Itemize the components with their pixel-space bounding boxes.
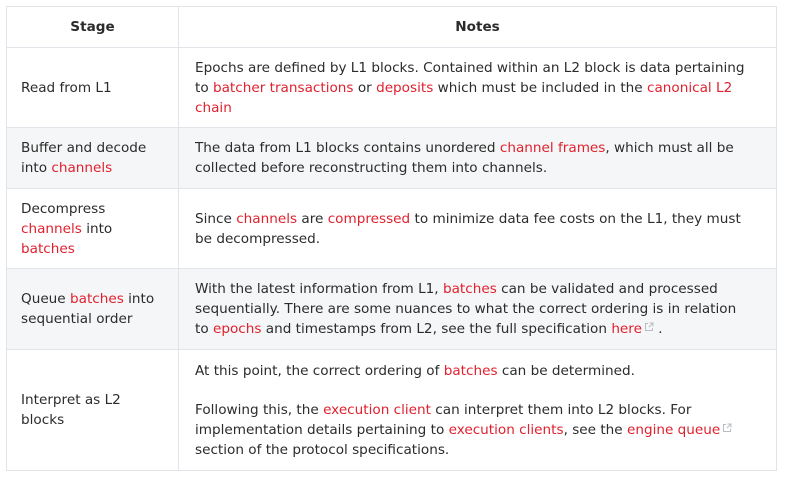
table-row: Interpret as L2 blocks At this point, th… xyxy=(7,349,776,470)
notes-text: Since xyxy=(195,210,237,227)
link-batches[interactable]: batches xyxy=(69,291,124,307)
stage-text: into xyxy=(81,220,113,237)
link-epochs[interactable]: epochs xyxy=(212,321,262,337)
stage-text: Interpret as L2 xyxy=(21,392,121,408)
stage-cell: Interpret as L2 blocks xyxy=(7,350,178,470)
link-channels[interactable]: channels xyxy=(236,210,298,227)
stage-text: sequential order xyxy=(21,311,133,327)
notes-text: Following this, the xyxy=(195,401,324,418)
table-row: Queue batches into sequential order With… xyxy=(7,268,776,349)
notes-text: section of the protocol specifications. xyxy=(195,441,450,458)
stages-table: Stage Notes Read from L1 Epochs are defi… xyxy=(6,6,777,471)
link-batcher-transactions[interactable]: batcher transactions xyxy=(212,79,354,96)
notes-text: implementation details pertaining to xyxy=(195,421,449,438)
link-canonical-l2-chain-cont[interactable]: chain xyxy=(195,99,232,116)
notes-text: are xyxy=(297,210,328,227)
stage-text: blocks xyxy=(21,412,65,428)
stage-cell: Queue batches into sequential order xyxy=(7,269,178,349)
external-link-icon[interactable] xyxy=(722,423,732,433)
notes-text: With the latest information from L1, xyxy=(195,281,443,297)
stage-text: Buffer and decode xyxy=(21,140,147,156)
stage-text: Queue xyxy=(21,291,70,307)
notes-cell: Since channels are compressed to minimiz… xyxy=(178,189,776,268)
link-here[interactable]: here xyxy=(611,321,642,337)
header-stage: Stage xyxy=(70,19,115,35)
notes-cell: Epochs are defined by L1 blocks. Contain… xyxy=(178,48,776,127)
notes-text: or xyxy=(353,79,377,96)
table-row: Decompress channels into batches Since c… xyxy=(7,188,776,268)
notes-text: can interpret them into L2 blocks. For xyxy=(430,401,692,418)
notes-text: can be determined. xyxy=(497,362,635,379)
link-execution-client[interactable]: execution client xyxy=(323,401,431,418)
external-link-icon[interactable] xyxy=(644,322,654,332)
stage-text: into xyxy=(123,291,155,307)
stage-cell: Buffer and decode into channels xyxy=(7,128,178,188)
notes-text: The data from L1 blocks contains unorder… xyxy=(195,140,500,156)
notes-text: , which must all be xyxy=(605,140,734,156)
link-batches[interactable]: batches xyxy=(21,240,75,257)
stage-cell: Decompress channels into batches xyxy=(7,189,178,268)
notes-cell: The data from L1 blocks contains unorder… xyxy=(178,128,776,188)
notes-text: can be validated and processed xyxy=(496,281,718,297)
link-channels[interactable]: channels xyxy=(51,160,113,176)
notes-text: to minimize data fee costs on the L1, th… xyxy=(410,210,741,227)
header-notes: Notes xyxy=(178,7,776,47)
notes-text: to xyxy=(195,79,213,96)
table-row: Buffer and decode into channels The data… xyxy=(7,127,776,188)
notes-text: sequentially. There are some nuances to … xyxy=(195,301,737,317)
link-batches[interactable]: batches xyxy=(442,281,497,297)
table-row: Read from L1 Epochs are defined by L1 bl… xyxy=(7,47,776,127)
link-compressed[interactable]: compressed xyxy=(327,210,411,227)
stage-text: into xyxy=(21,160,52,176)
notes-text: to xyxy=(195,321,213,337)
link-batches[interactable]: batches xyxy=(443,362,498,379)
table-header-row: Stage Notes xyxy=(7,7,776,47)
notes-text: be decompressed. xyxy=(195,230,321,247)
link-channel-frames[interactable]: channel frames xyxy=(499,140,606,156)
stage-cell: Read from L1 xyxy=(7,48,178,127)
notes-text: Epochs are defined by L1 blocks. Contain… xyxy=(195,59,745,76)
stage-text: Read from L1 xyxy=(21,79,112,96)
notes-cell: At this point, the correct ordering of b… xyxy=(178,350,776,470)
notes-text: . xyxy=(653,321,663,337)
link-canonical-l2-chain[interactable]: canonical L2 xyxy=(646,79,733,96)
notes-text: , see the xyxy=(563,421,627,438)
notes-text: collected before reconstructing them int… xyxy=(195,160,548,176)
notes-cell: With the latest information from L1, bat… xyxy=(178,269,776,349)
stage-text: Decompress xyxy=(21,200,106,217)
link-execution-clients[interactable]: execution clients xyxy=(448,421,564,438)
link-engine-queue[interactable]: engine queue xyxy=(626,421,721,438)
notes-text: and timestamps from L2, see the full spe… xyxy=(261,321,612,337)
notes-text: which must be included in the xyxy=(433,79,647,96)
link-deposits[interactable]: deposits xyxy=(376,79,434,96)
link-channels[interactable]: channels xyxy=(21,220,82,237)
notes-text: At this point, the correct ordering of xyxy=(195,362,444,379)
